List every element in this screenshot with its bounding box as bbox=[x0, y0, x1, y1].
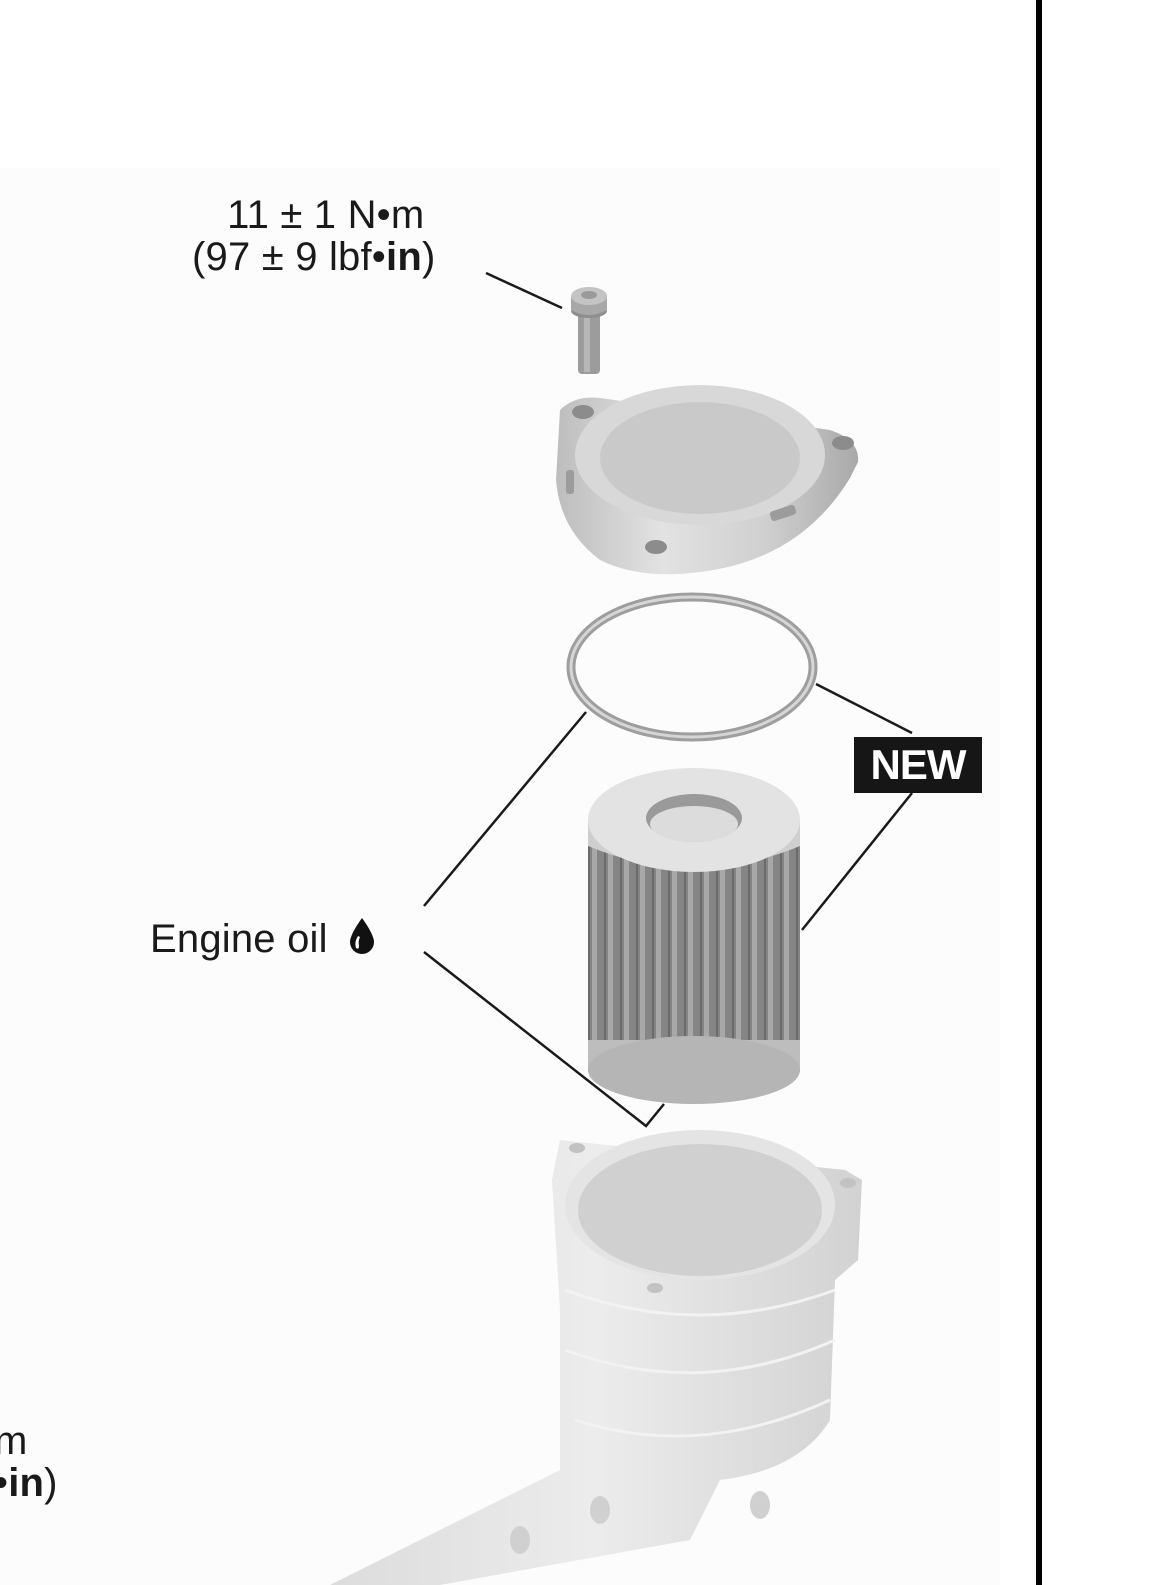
new-part-badge: NEW bbox=[854, 737, 982, 793]
leader-lines bbox=[423, 271, 913, 1128]
cover-bolt bbox=[571, 287, 607, 374]
leader-torque-to-bolt bbox=[485, 271, 563, 310]
partial-torque-spec: m •in) bbox=[0, 1419, 58, 1505]
leader-new-to-o-ring bbox=[815, 682, 913, 735]
engine-oil-label: Engine oil bbox=[150, 916, 377, 964]
illustration-panel bbox=[0, 168, 1000, 1585]
oil-drop-icon bbox=[347, 916, 377, 964]
leader-new-to-filter bbox=[801, 792, 913, 931]
o-ring bbox=[566, 592, 818, 742]
oil-filter-element bbox=[588, 768, 800, 1104]
page-column-rule bbox=[1036, 0, 1042, 1585]
cover-bolt-torque-spec: 11 ± 1 N•m (97 ± 9 lbf•in) bbox=[192, 194, 436, 278]
torque-metric: 11 ± 1 N•m bbox=[227, 193, 425, 237]
leader-oil-to-o-ring bbox=[423, 711, 587, 907]
torque-imperial: (97 ± 9 lbf•in) bbox=[192, 235, 436, 279]
oil-filter-housing bbox=[330, 1130, 862, 1585]
oil-filter-cover bbox=[556, 385, 859, 575]
leader-oil-to-filter bbox=[423, 951, 665, 1128]
